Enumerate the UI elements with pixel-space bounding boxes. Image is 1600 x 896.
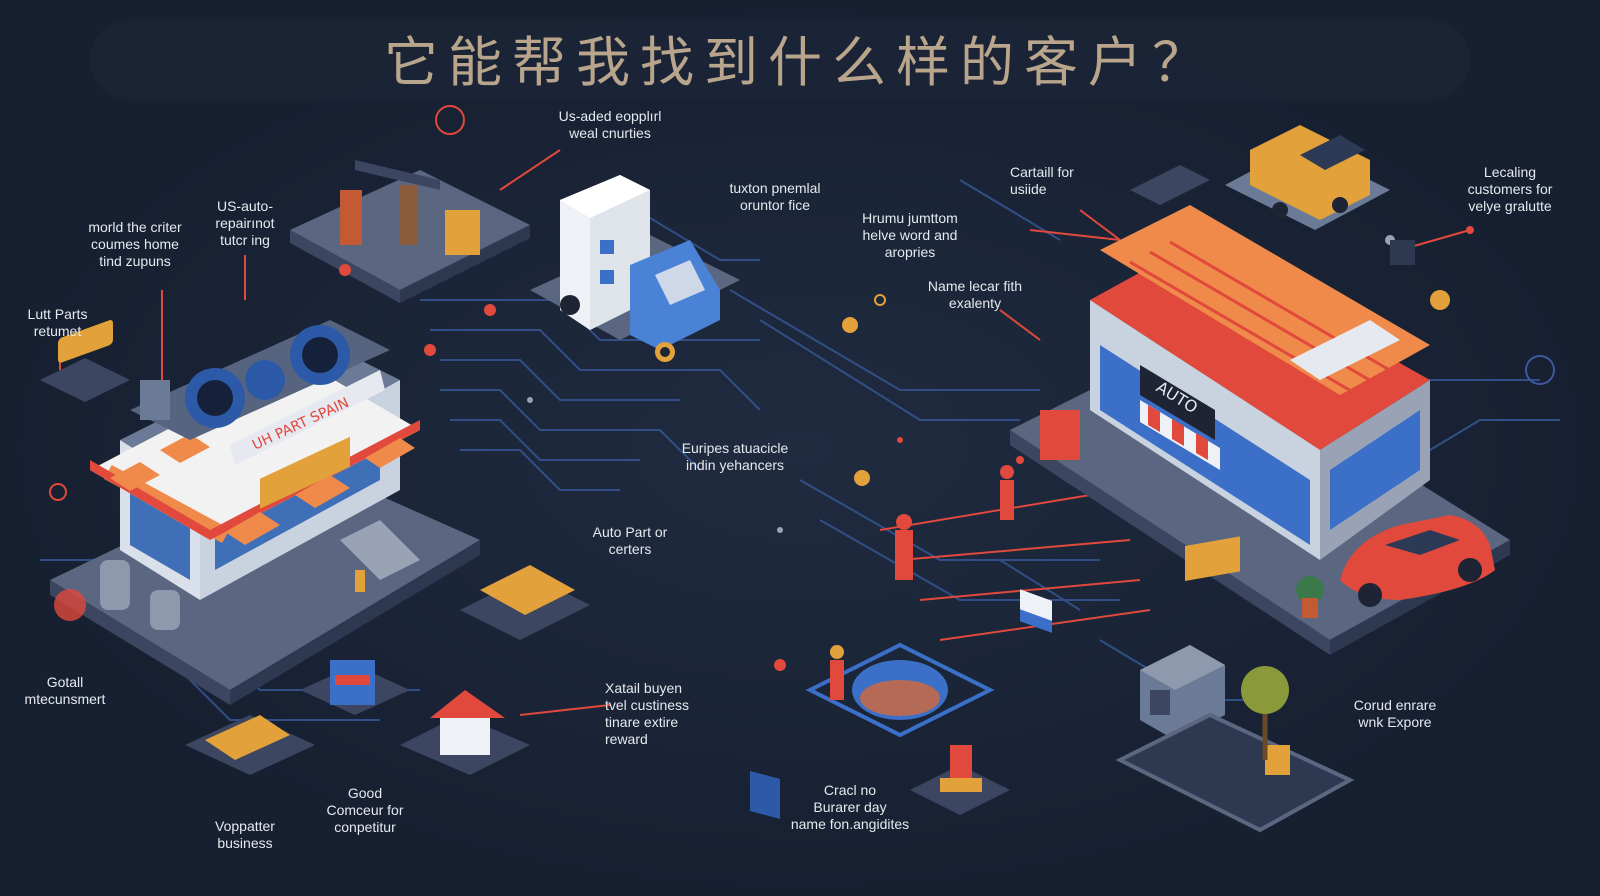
workshop-platform [290, 160, 530, 303]
bottom-right-objects [805, 536, 1355, 833]
label-world-center: morld the criter coumes home tind zupuns [88, 219, 182, 269]
label-us-added: Us-aded eopplırl weal cnurties [558, 108, 662, 141]
left-auto-parts-shop: UH PART SPAIN [50, 320, 480, 705]
small-platforms-left [40, 320, 780, 820]
label-euripes: Euripes atuacicle indin yehancers [681, 440, 789, 473]
label-corud: Corud enrare wnk Expore [1353, 697, 1437, 730]
red-car [1340, 515, 1495, 607]
label-lutt-parts: Lutt Parts retumet [27, 306, 88, 339]
label-lecaling: Lecaling customers for velye gralutte [1467, 164, 1553, 214]
label-voppatter: Voppatter business [215, 818, 275, 851]
label-hrumu: Hrumu jumttom helve word and aropries [862, 210, 958, 260]
label-us-auto-repair: US-auto- repairınot tutcr ing [215, 198, 275, 248]
label-cartaill: Cartaill for usiide [1010, 164, 1074, 197]
label-cracl: Cracl no Burarer day name fon.angidites [790, 782, 910, 832]
red-lines [59, 149, 1471, 716]
label-gotall: Gotall mtecunsmert [24, 674, 106, 707]
people-figures [355, 465, 1014, 700]
page-title: 它能帮我找到什么样的客户？ [384, 31, 1216, 94]
right-auto-shop: AUTO [1010, 205, 1510, 655]
label-good-comceur: Good Comceur for conpetitur [326, 785, 404, 835]
label-tuxton: tuxton pnemlal oruntor fice [729, 180, 821, 213]
delivery-truck [530, 175, 740, 362]
label-name-lecar: Name lecar fith exalenty [927, 278, 1023, 311]
label-xatail: Xatail buyen tvel custiness tinare extir… [605, 680, 690, 747]
right-top-objects [1020, 125, 1450, 633]
label-auto-part-centers: Auto Part or certers [592, 524, 668, 557]
